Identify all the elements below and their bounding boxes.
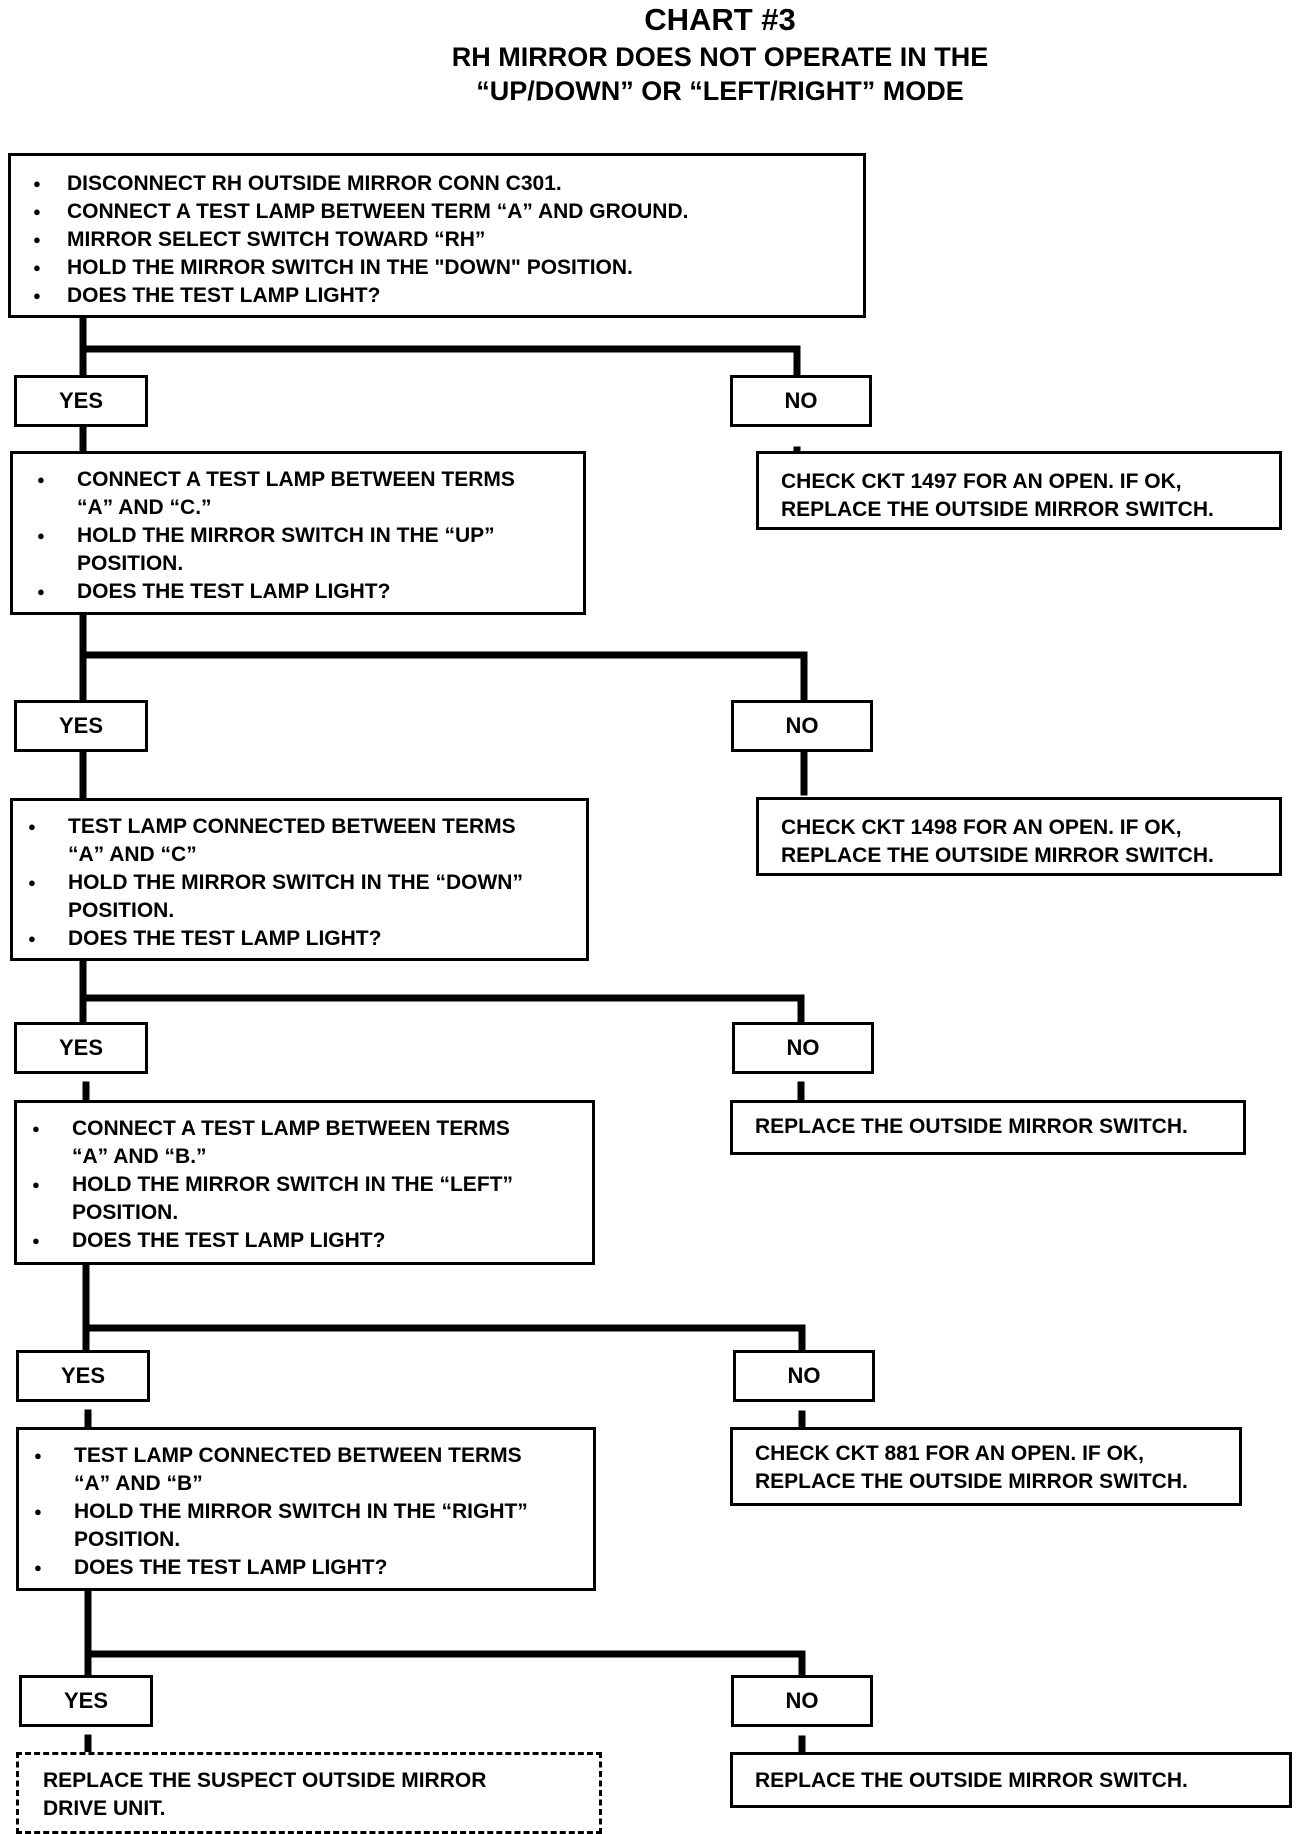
no-label-4: NO (733, 1350, 875, 1402)
yes-label-4: YES (16, 1350, 150, 1402)
question-item: CONNECT A TEST LAMP BETWEEN TERMS “A” AN… (13, 466, 583, 522)
question-box-5: TEST LAMP CONNECTED BETWEEN TERMS “A” AN… (16, 1427, 596, 1591)
question-item: DOES THE TEST LAMP LIGHT? (13, 925, 586, 953)
question-item: HOLD THE MIRROR SWITCH IN THE “RIGHT” PO… (19, 1498, 593, 1554)
question-list: CONNECT A TEST LAMP BETWEEN TERMS “A” AN… (13, 454, 583, 606)
question-item: DOES THE TEST LAMP LIGHT? (13, 578, 583, 606)
question-item: CONNECT A TEST LAMP BETWEEN TERM “A” AND… (11, 198, 863, 226)
no-label-3: NO (732, 1022, 874, 1074)
question-box-4: CONNECT A TEST LAMP BETWEEN TERMS “A” AN… (14, 1100, 595, 1265)
no-label-1: NO (730, 375, 872, 427)
question-box-2: CONNECT A TEST LAMP BETWEEN TERMS “A” AN… (10, 451, 586, 615)
question-item: MIRROR SELECT SWITCH TOWARD “RH” (11, 226, 863, 254)
question-box-1: DISCONNECT RH OUTSIDE MIRROR CONN C301.C… (8, 153, 866, 318)
no-result-box-2: CHECK CKT 1498 FOR AN OPEN. IF OK, REPLA… (756, 797, 1282, 876)
question-list: DISCONNECT RH OUTSIDE MIRROR CONN C301.C… (11, 156, 863, 310)
no-result-box-3: REPLACE THE OUTSIDE MIRROR SWITCH. (730, 1100, 1246, 1155)
no-label-5: NO (731, 1675, 873, 1727)
question-item: TEST LAMP CONNECTED BETWEEN TERMS “A” AN… (13, 813, 586, 869)
question-item: DOES THE TEST LAMP LIGHT? (17, 1227, 592, 1255)
question-item: DISCONNECT RH OUTSIDE MIRROR CONN C301. (11, 170, 863, 198)
question-item: DOES THE TEST LAMP LIGHT? (19, 1554, 593, 1582)
question-list: CONNECT A TEST LAMP BETWEEN TERMS “A” AN… (17, 1103, 592, 1255)
no-result-box-5: REPLACE THE OUTSIDE MIRROR SWITCH. (730, 1752, 1292, 1808)
question-list: TEST LAMP CONNECTED BETWEEN TERMS “A” AN… (13, 801, 586, 953)
yes-label-5: YES (19, 1675, 153, 1727)
question-item: HOLD THE MIRROR SWITCH IN THE “UP” POSIT… (13, 522, 583, 578)
chart-title: CHART #3 (644, 2, 796, 37)
question-list: TEST LAMP CONNECTED BETWEEN TERMS “A” AN… (19, 1430, 593, 1582)
question-box-3: TEST LAMP CONNECTED BETWEEN TERMS “A” AN… (10, 798, 589, 961)
no-result-box-4: CHECK CKT 881 FOR AN OPEN. IF OK, REPLAC… (730, 1427, 1242, 1506)
no-result-box-1: CHECK CKT 1497 FOR AN OPEN. IF OK, REPLA… (756, 451, 1282, 530)
chart-subtitle-line-2: “UP/DOWN” OR “LEFT/RIGHT” MODE (476, 76, 964, 106)
question-item: TEST LAMP CONNECTED BETWEEN TERMS “A” AN… (19, 1442, 593, 1498)
final-yes-result-box: REPLACE THE SUSPECT OUTSIDE MIRROR DRIVE… (16, 1752, 602, 1834)
no-label-2: NO (731, 700, 873, 752)
yes-label-3: YES (14, 1022, 148, 1074)
chart-subtitle-line-1: RH MIRROR DOES NOT OPERATE IN THE (451, 42, 989, 72)
question-item: CONNECT A TEST LAMP BETWEEN TERMS “A” AN… (17, 1115, 592, 1171)
question-item: HOLD THE MIRROR SWITCH IN THE "DOWN" POS… (11, 254, 863, 282)
question-item: HOLD THE MIRROR SWITCH IN THE “DOWN” POS… (13, 869, 586, 925)
yes-label-2: YES (14, 700, 148, 752)
question-item: DOES THE TEST LAMP LIGHT? (11, 282, 863, 310)
question-item: HOLD THE MIRROR SWITCH IN THE “LEFT” POS… (17, 1171, 592, 1227)
yes-label-1: YES (14, 375, 148, 427)
